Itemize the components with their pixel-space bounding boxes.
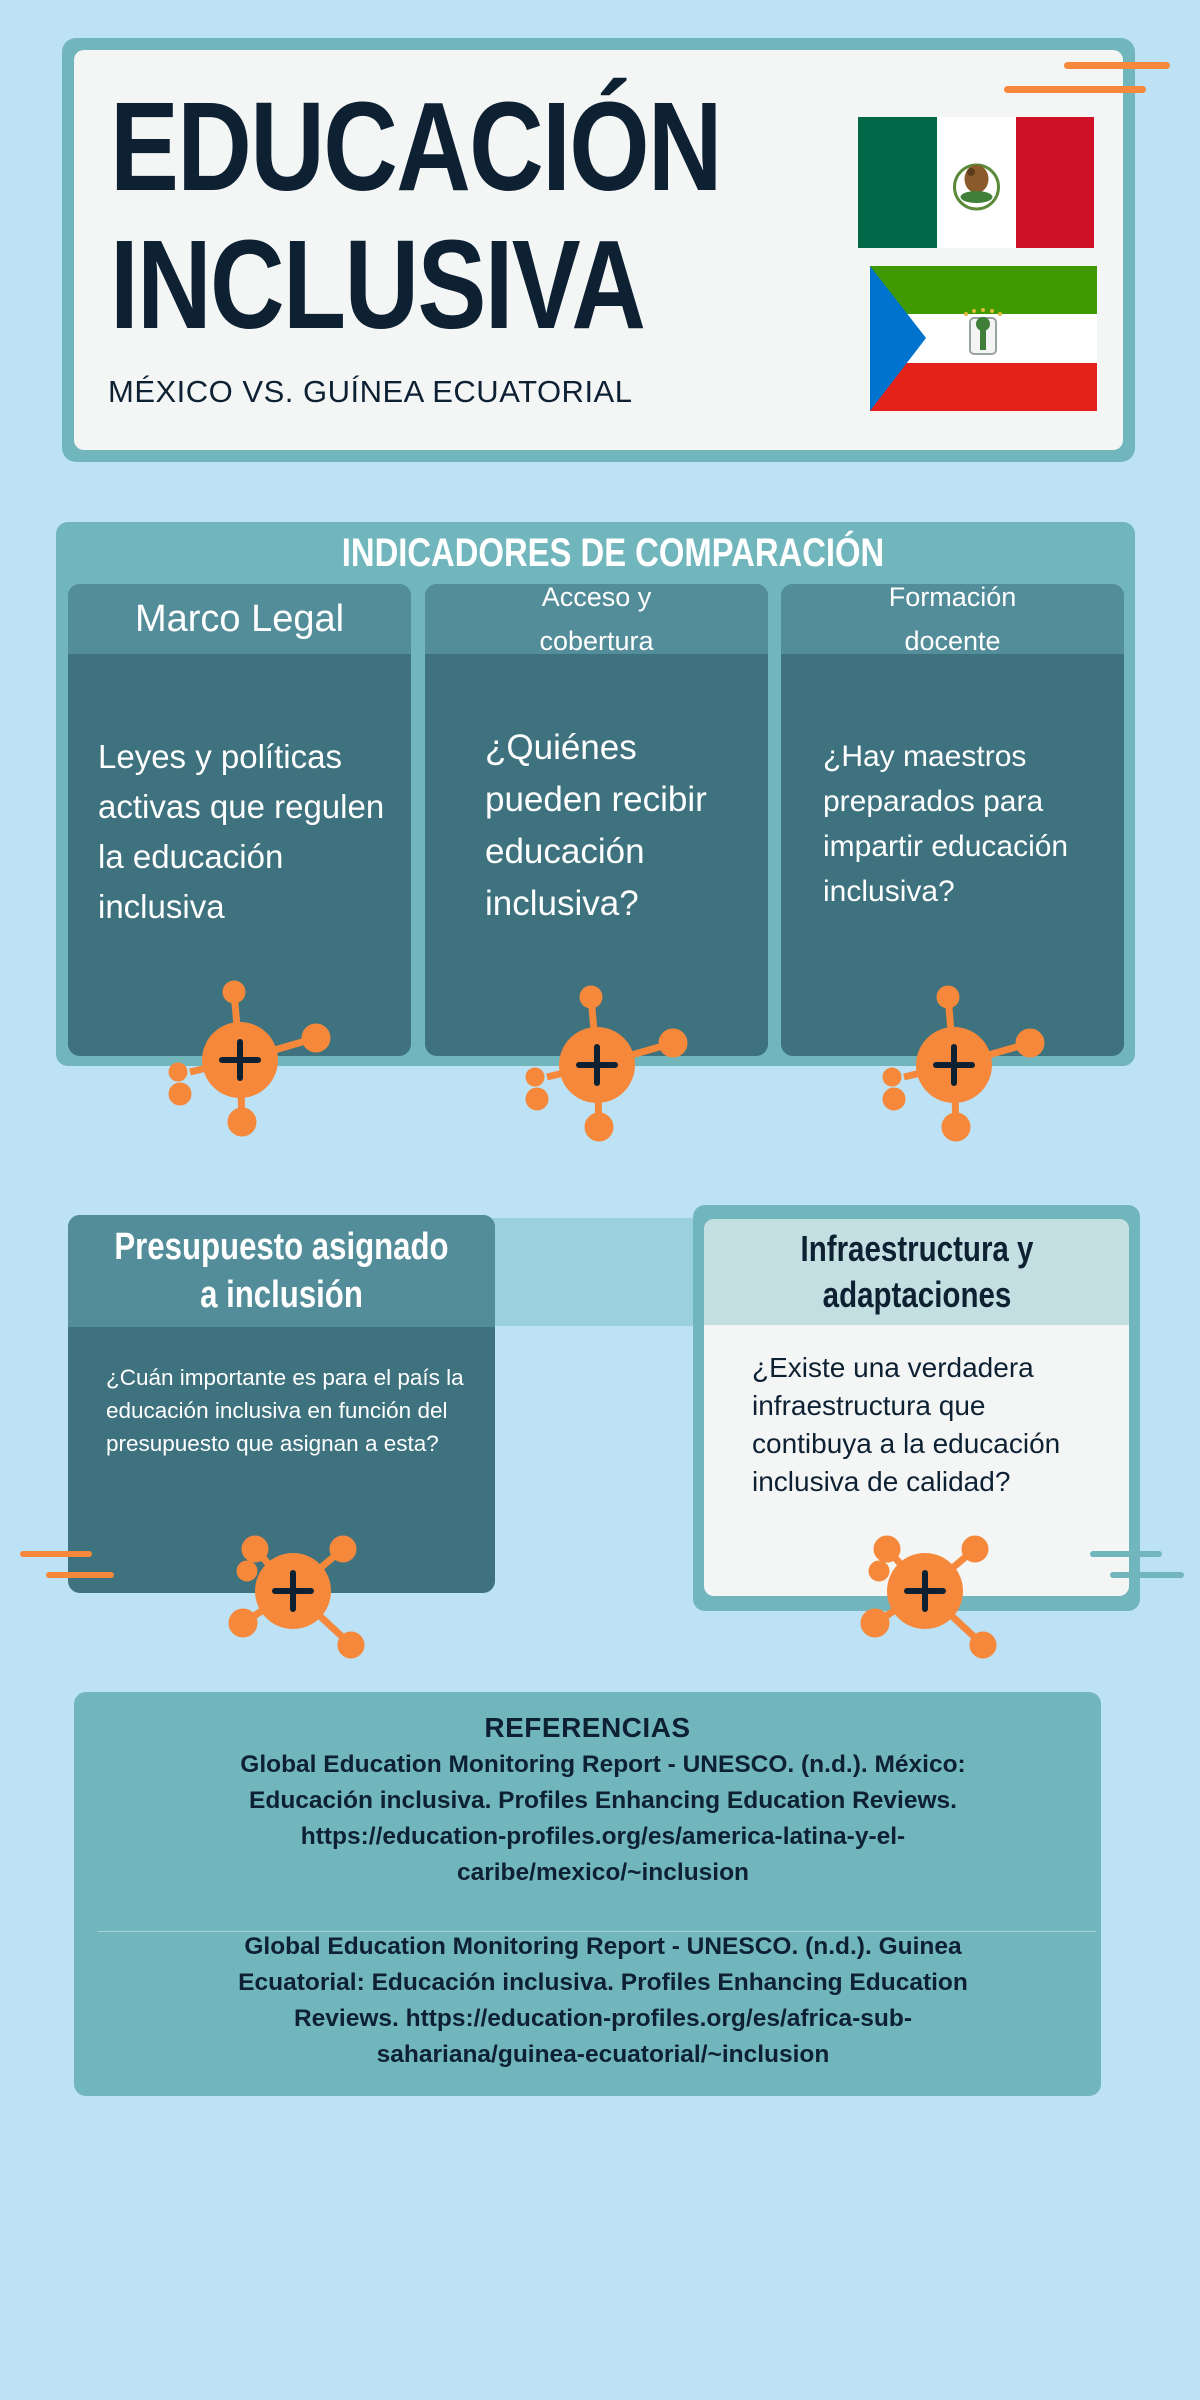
decorative-line [46, 1572, 114, 1578]
decorative-line [1004, 86, 1146, 93]
infrastructure-card: Infraestructura y adaptaciones ¿Existe u… [704, 1219, 1129, 1596]
plus-network-icon [168, 980, 331, 1137]
budget-card-title: Presupuesto asignado a inclusión [114, 1226, 449, 1316]
indicator-card-title: Formación docente [781, 584, 1124, 656]
indicator-card-text: Leyes y políticas activas que regulen la… [98, 738, 385, 925]
indicator-card-legal: Marco Legal Leyes y políticas activas qu… [68, 584, 411, 1056]
references-divider [98, 1931, 1096, 1932]
mexico-flag [858, 117, 1094, 248]
coat-of-arms-icon [952, 163, 1000, 211]
infrastructure-card-header: Infraestructura y adaptaciones [704, 1219, 1129, 1325]
decorative-line [20, 1551, 92, 1557]
plus-network-icon [228, 1535, 365, 1659]
decorative-line [1064, 62, 1170, 69]
connector-band [492, 1218, 732, 1326]
indicator-card-training: Formación docente ¿Hay maestros preparad… [781, 584, 1124, 1056]
indicators-title: INDICADORES DE COMPARACIÓN [341, 531, 885, 575]
decorative-line [1110, 1572, 1184, 1578]
indicator-card-title: Marco Legal [68, 584, 411, 654]
indicator-card-text: ¿Hay maestros preparados para impartir e… [823, 740, 1069, 908]
plus-network-icon [882, 985, 1045, 1142]
flag-triangle [870, 266, 1002, 411]
plus-network-icon [860, 1535, 997, 1659]
budget-card-header: Presupuesto asignado a inclusión [68, 1215, 495, 1327]
equatorial-guinea-flag [870, 266, 1097, 411]
references-section [74, 1692, 1101, 2096]
references-title: REFERENCIAS [484, 1712, 691, 1743]
budget-card-text: ¿Cuán importante es para el país la educ… [106, 1365, 464, 1456]
indicator-card-title: Acceso y cobertura [425, 584, 768, 656]
plus-network-icon [525, 985, 688, 1142]
indicator-card-text: ¿Quiénes pueden recibir educación inclus… [485, 728, 707, 923]
budget-card: Presupuesto asignado a inclusión ¿Cuán i… [68, 1215, 495, 1593]
infrastructure-card-title: Infraestructura y adaptaciones [800, 1228, 1033, 1315]
reference-item: Global Education Monitoring Report - UNE… [238, 1933, 968, 2068]
title-line-2: INCLUSIVA [110, 214, 646, 355]
indicator-card-access: Acceso y cobertura ¿Quiénes pueden recib… [425, 584, 768, 1056]
decorative-line [1090, 1551, 1162, 1557]
title-line-1: EDUCACIÓN [110, 76, 723, 217]
reference-item: Global Education Monitoring Report - UNE… [240, 1751, 966, 1886]
infrastructure-card-text: ¿Existe una verdadera infraestructura qu… [752, 1352, 1061, 1497]
subtitle: MÉXICO VS. GUÍNEA ECUATORIAL [108, 374, 633, 409]
